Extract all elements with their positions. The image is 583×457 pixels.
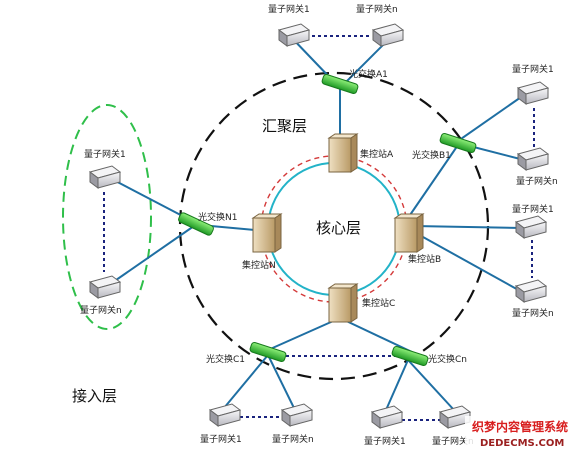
aggregation-layer-label: 汇聚层 xyxy=(262,117,307,135)
aggregation-ring xyxy=(178,71,490,381)
gateway-c1-1-label: 量子网关1 xyxy=(200,433,242,445)
station-b-label: 集控站B xyxy=(408,253,441,265)
links xyxy=(105,35,525,411)
gateway-cn-n xyxy=(438,405,472,429)
station-c-label: 集控站C xyxy=(362,297,395,309)
gateway-right1-1-label: 量子网关1 xyxy=(512,63,554,75)
switch-c1-icon xyxy=(249,341,287,363)
gateway-right1-1 xyxy=(516,81,550,105)
switch-cn-label: 光交换Cn xyxy=(428,353,467,365)
gateway-cn-1-label: 量子网关1 xyxy=(364,435,406,447)
gateway-left-n xyxy=(88,275,122,299)
gateway-right1-n-label: 量子网关n xyxy=(516,175,558,187)
gateway-c1-1 xyxy=(208,403,242,427)
gateway-left-n-label: 量子网关n xyxy=(80,304,122,316)
gateway-right2-1 xyxy=(514,215,548,239)
access-layer-label: 接入层 xyxy=(72,387,117,405)
gateway-right2-1-label: 量子网关1 xyxy=(512,203,554,215)
gateway-right2-n xyxy=(514,279,548,303)
switch-a1-icon xyxy=(321,73,359,95)
station-n-icon xyxy=(251,213,283,253)
watermark: 织梦内容管理系统 DEDECMS.COM xyxy=(465,416,581,451)
switch-n1-label: 光交换N1 xyxy=(198,211,237,223)
station-a-icon xyxy=(327,133,359,173)
gateway-top-1 xyxy=(277,23,311,47)
gateway-top-n-label: 量子网关n xyxy=(356,3,398,15)
gateway-c1-n-label: 量子网关n xyxy=(272,433,314,445)
switch-c1-label: 光交换C1 xyxy=(206,353,245,365)
gateway-left-1-label: 量子网关1 xyxy=(84,148,126,160)
watermark-line1: 织梦内容管理系统 xyxy=(472,419,568,434)
switch-n1-icon xyxy=(178,212,214,236)
core-layer-label: 核心层 xyxy=(316,219,361,237)
switch-cn-icon xyxy=(391,345,429,367)
watermark-background xyxy=(465,416,581,451)
switch-a1-label: 光交换A1 xyxy=(349,68,388,80)
station-b-icon xyxy=(393,213,425,253)
station-a-label: 集控站A xyxy=(360,148,394,160)
switch-b1-label: 光交换B1 xyxy=(412,149,451,161)
gateway-cn-1 xyxy=(370,405,404,429)
gateway-top-1-label: 量子网关1 xyxy=(268,3,310,15)
gateway-right2-n-label: 量子网关n xyxy=(512,307,554,319)
gateway-top-n xyxy=(371,23,405,47)
watermark-line2: DEDECMS.COM xyxy=(480,438,564,449)
gateway-right1-n xyxy=(516,147,550,171)
station-n-label: 集控站N xyxy=(242,259,276,271)
gateway-c1-n xyxy=(280,403,314,427)
station-c-icon xyxy=(327,283,359,323)
access-ellipse xyxy=(62,104,152,330)
dotted-links xyxy=(103,35,535,421)
switch-b1-icon xyxy=(439,132,477,154)
gateway-left-1 xyxy=(88,165,122,189)
gateway-cn-n-label: 量子网关n xyxy=(432,435,474,447)
